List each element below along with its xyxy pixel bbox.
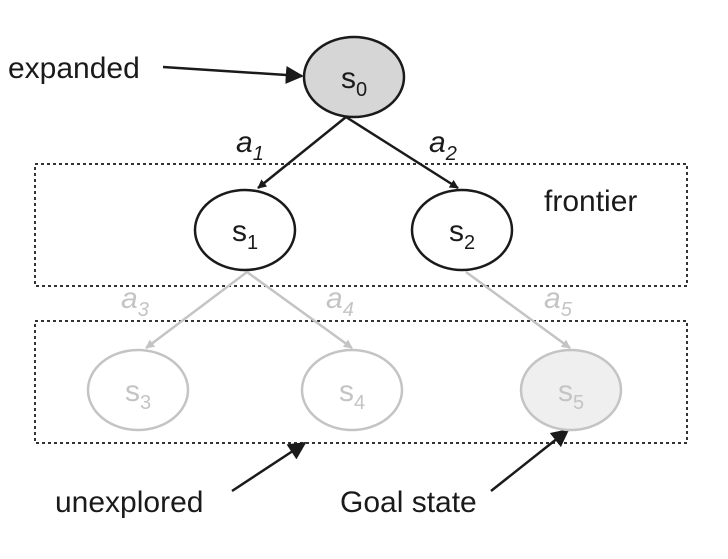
- node-s5-label: s5: [558, 375, 584, 414]
- node-s3-label: s3: [125, 375, 151, 414]
- edge-a5-label: a5: [544, 282, 573, 321]
- expanded-pointer-arrow: [162, 65, 304, 84]
- edge-s2-s5: [465, 270, 571, 350]
- node-s0-label: s0: [341, 62, 367, 101]
- node-s4: [300, 348, 404, 432]
- unexplored-box: [34, 320, 688, 444]
- edge-s0-s2: [345, 115, 459, 190]
- edge-a2-label: a2: [429, 126, 457, 165]
- edge-a4-label: a4: [326, 282, 354, 321]
- node-s2: [410, 188, 514, 272]
- node-s1: [193, 188, 297, 272]
- frontier-label: frontier: [544, 185, 637, 218]
- node-s4-label: s4: [339, 375, 365, 414]
- goal-pointer-arrow: [490, 428, 570, 492]
- node-s3: [86, 348, 190, 432]
- node-s1-label: s1: [232, 215, 258, 254]
- edge-a1-label: a1: [236, 126, 264, 165]
- goal-state-label: Goal state: [340, 486, 477, 519]
- node-s2-label: s2: [449, 215, 475, 254]
- unexplored-label: unexplored: [55, 486, 203, 519]
- expanded-label: expanded: [8, 52, 140, 85]
- node-s0: [302, 35, 406, 119]
- edge-s0-s1: [257, 116, 347, 189]
- edge-a3-label: a3: [121, 282, 149, 321]
- unexplored-pointer-arrow: [231, 441, 307, 493]
- edge-s1-s4: [246, 270, 353, 350]
- edge-s1-s3: [145, 271, 248, 349]
- node-s5: [519, 348, 623, 432]
- frontier-box: [34, 163, 688, 287]
